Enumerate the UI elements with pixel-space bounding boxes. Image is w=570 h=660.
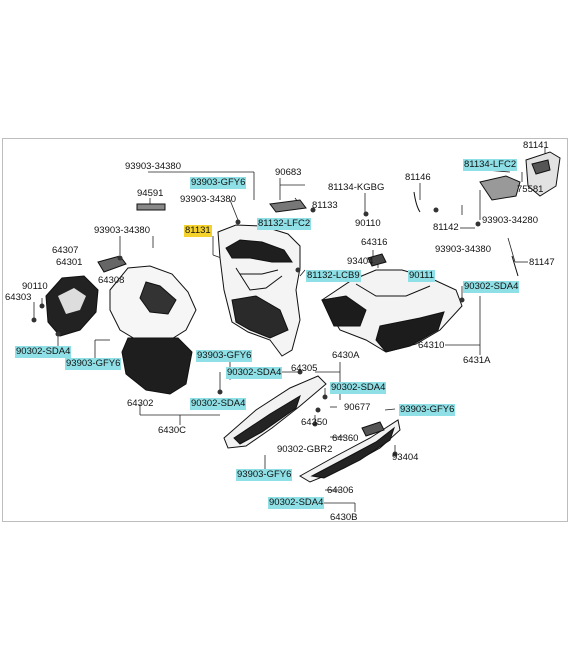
diagram-frame <box>2 138 568 522</box>
rail-81134-LFC2 <box>479 175 521 201</box>
label-81133[interactable]: 81133 <box>312 200 338 211</box>
label-6430B[interactable]: 6430B <box>330 512 358 523</box>
side-skirt-6430A <box>223 375 327 449</box>
label-90302-SDA4-b[interactable]: 90302-SDA4 <box>15 346 72 358</box>
label-6430A[interactable]: 6430A <box>332 350 360 361</box>
floorboard-6431A <box>321 269 463 353</box>
label-90110-b[interactable]: 90110 <box>22 281 48 292</box>
label-64308[interactable]: 64308 <box>98 275 125 286</box>
label-90683[interactable]: 90683 <box>275 167 302 178</box>
label-64310[interactable]: 64310 <box>418 340 445 351</box>
label-90110-a[interactable]: 90110 <box>355 218 381 229</box>
label-90302-SDA4-d[interactable]: 90302-SDA4 <box>330 382 387 394</box>
label-64316[interactable]: 64316 <box>361 237 388 248</box>
label-81134-KGBG[interactable]: 81134-KGBG <box>328 182 385 193</box>
label-64303[interactable]: 64303 <box>5 292 32 303</box>
label-93903-GFY6-d[interactable]: 93903-GFY6 <box>399 404 456 416</box>
label-93903-GFY6-b[interactable]: 93903-GFY6 <box>196 350 253 362</box>
label-81131[interactable]: 81131 <box>184 225 212 237</box>
label-93903-34280[interactable]: 93903-34280 <box>482 215 538 226</box>
label-93903-34380-c[interactable]: 93903-34380 <box>94 225 150 236</box>
bracket-81132-LFC2 <box>269 199 307 213</box>
label-93903-GFY6-a[interactable]: 93903-GFY6 <box>190 177 247 189</box>
clip-64316 <box>367 253 387 267</box>
label-93903-GFY6-c[interactable]: 93903-GFY6 <box>65 358 122 370</box>
label-90111[interactable]: 90111 <box>408 270 436 282</box>
label-90302-SDA4-c[interactable]: 90302-SDA4 <box>226 367 283 379</box>
label-93903-34380-d[interactable]: 93903-34380 <box>435 244 491 255</box>
label-94591[interactable]: 94591 <box>137 188 164 199</box>
label-64307[interactable]: 64307 <box>52 245 79 256</box>
inner-panel-81131 <box>217 224 301 357</box>
label-6430C[interactable]: 6430C <box>158 425 186 436</box>
rod-81147 <box>511 255 519 277</box>
label-93903-34380-b[interactable]: 93903-34380 <box>180 194 236 205</box>
cover-64301 <box>45 275 99 337</box>
clip-81146 <box>413 191 421 213</box>
label-81142[interactable]: 81142 <box>433 222 459 233</box>
side-skirt-6430B <box>299 419 401 483</box>
strip-94591 <box>136 203 166 211</box>
screws <box>31 207 481 477</box>
label-81146[interactable]: 81146 <box>405 172 431 183</box>
label-75581[interactable]: 75581 <box>517 184 544 195</box>
label-6431A[interactable]: 6431A <box>463 355 491 366</box>
label-81147[interactable]: 81147 <box>529 257 555 268</box>
front-shield-6430C <box>109 265 197 395</box>
label-93404-b[interactable]: 93404 <box>392 452 419 463</box>
label-64360[interactable]: 64360 <box>332 433 359 444</box>
label-90302-GBR2[interactable]: 90302-GBR2 <box>277 444 333 455</box>
rear-cover-81141 <box>525 151 561 197</box>
label-81132-LCB9[interactable]: 81132-LCB9 <box>306 270 361 282</box>
label-81134-LFC2[interactable]: 81134-LFC2 <box>463 159 518 171</box>
label-90677[interactable]: 90677 <box>344 402 371 413</box>
label-90302-SDA4-a[interactable]: 90302-SDA4 <box>463 281 520 293</box>
label-90302-SDA4-f[interactable]: 90302-SDA4 <box>268 497 325 509</box>
label-93903-GFY6-e[interactable]: 93903-GFY6 <box>236 469 293 481</box>
label-64350[interactable]: 64350 <box>301 417 328 428</box>
label-64306[interactable]: 64306 <box>327 485 354 496</box>
label-93404-a[interactable]: 93404 <box>347 256 374 267</box>
label-64305[interactable]: 64305 <box>291 363 318 374</box>
label-81132-LFC2[interactable]: 81132-LFC2 <box>257 218 312 230</box>
label-64301[interactable]: 64301 <box>56 257 83 268</box>
label-64302[interactable]: 64302 <box>127 398 154 409</box>
clip-64360 <box>361 421 385 437</box>
label-93903-34380-a[interactable]: 93903-34380 <box>125 161 181 172</box>
label-90302-SDA4-e[interactable]: 90302-SDA4 <box>190 398 247 410</box>
label-81141[interactable]: 81141 <box>523 140 549 151</box>
